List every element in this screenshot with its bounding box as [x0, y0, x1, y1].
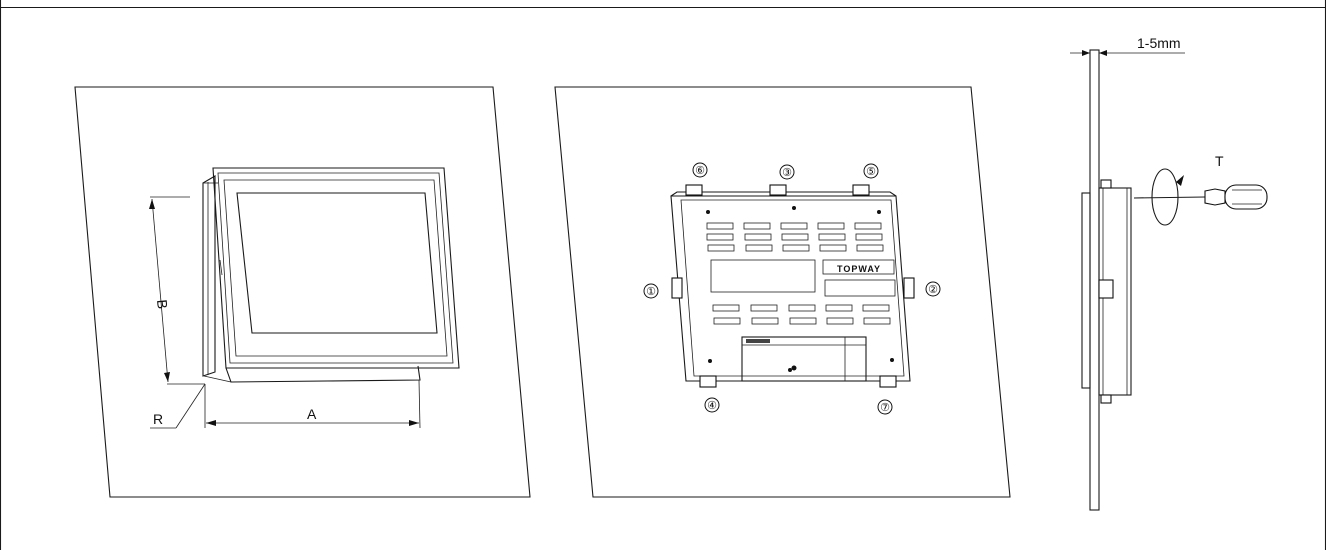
bracket-4 [699, 375, 717, 388]
bracket-num-5: ⑤ [866, 166, 876, 178]
bracket-num-3: ③ [782, 167, 792, 179]
rear-vents [706, 222, 891, 325]
bracket-num-1: ① [646, 286, 656, 298]
hmi-rear-housing [670, 195, 911, 382]
bracket-1 [671, 277, 683, 299]
rear-view: TOPWAY ⑥ ③ ⑤ ① ② ④ [554, 86, 1011, 498]
bracket-6 [685, 184, 703, 196]
cutout-view: B A R [74, 86, 531, 498]
rotation-arrow-icon [1151, 168, 1184, 226]
bracket-num-2: ② [928, 284, 938, 296]
brand-label: TOPWAY [837, 264, 881, 274]
bracket-num-6: ⑥ [695, 165, 705, 177]
bracket-2 [903, 277, 915, 299]
bracket-num-7: ⑦ [880, 402, 890, 414]
screwdriver-icon [1133, 184, 1268, 210]
side-view: 1-5mm T [1070, 35, 1268, 511]
thickness-label: 1-5mm [1137, 35, 1181, 51]
radius-r-label: R [153, 411, 163, 427]
bracket-num-4: ④ [707, 400, 717, 412]
dimension-b-label: B [154, 299, 171, 310]
bracket-5 [852, 184, 870, 196]
torque-label: T [1215, 153, 1224, 169]
panel-sheet-left [74, 86, 531, 498]
bracket-7 [879, 375, 897, 388]
panel-sheet-middle [554, 86, 1011, 498]
hmi-front-bezel [212, 167, 460, 369]
mounting-brackets [671, 184, 915, 388]
hmi-screen [236, 192, 438, 334]
bracket-3 [769, 184, 787, 196]
dimension-a-label: A [307, 406, 317, 422]
panel-sheet-side [1089, 49, 1100, 511]
